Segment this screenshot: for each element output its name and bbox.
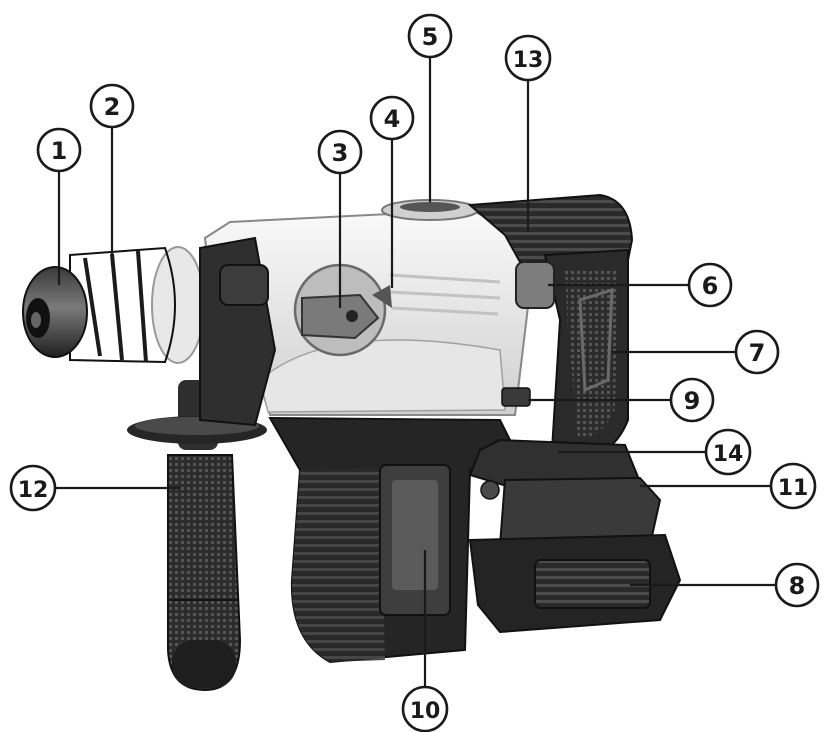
callout-7: 7: [734, 329, 780, 375]
motor-cover: [268, 416, 522, 664]
callout-9-label: 9: [684, 387, 701, 415]
callout-3-label: 3: [332, 139, 349, 167]
rear-grip: [543, 248, 629, 457]
callout-5-label: 5: [422, 23, 439, 51]
callout-10-label: 10: [410, 699, 441, 724]
callout-4-label: 4: [384, 105, 401, 133]
callout-9: 9: [669, 377, 715, 423]
callout-1-label: 1: [51, 137, 68, 165]
sds-chuck: [22, 246, 205, 364]
callout-7-label: 7: [749, 339, 766, 367]
callout-14-label: 14: [713, 442, 744, 467]
callout-6: 6: [687, 262, 733, 308]
callout-12-label: 12: [18, 478, 49, 503]
callout-10: 10: [401, 685, 449, 732]
callout-2: 2: [89, 83, 135, 129]
callout-11-label: 11: [778, 476, 809, 501]
top-vent-cap: [381, 199, 479, 221]
callout-5: 5: [407, 13, 453, 59]
callout-8: 8: [774, 562, 820, 608]
callout-4: 4: [369, 95, 415, 141]
callout-14: 14: [704, 428, 752, 476]
auxiliary-side-handle: [127, 380, 267, 692]
leader-lines: [55, 58, 775, 690]
hammer-drill: [22, 193, 682, 692]
callout-1: 1: [36, 127, 82, 173]
callout-3: 3: [317, 129, 363, 175]
callout-8-label: 8: [789, 572, 806, 600]
callout-12: 12: [9, 464, 57, 512]
callout-13-label: 13: [513, 48, 544, 73]
callout-13: 13: [504, 34, 552, 82]
battery-pack: [468, 476, 682, 634]
callout-2-label: 2: [104, 93, 121, 121]
callout-11: 11: [769, 462, 817, 510]
direction-switch: [501, 387, 531, 407]
callout-6-label: 6: [702, 272, 719, 300]
